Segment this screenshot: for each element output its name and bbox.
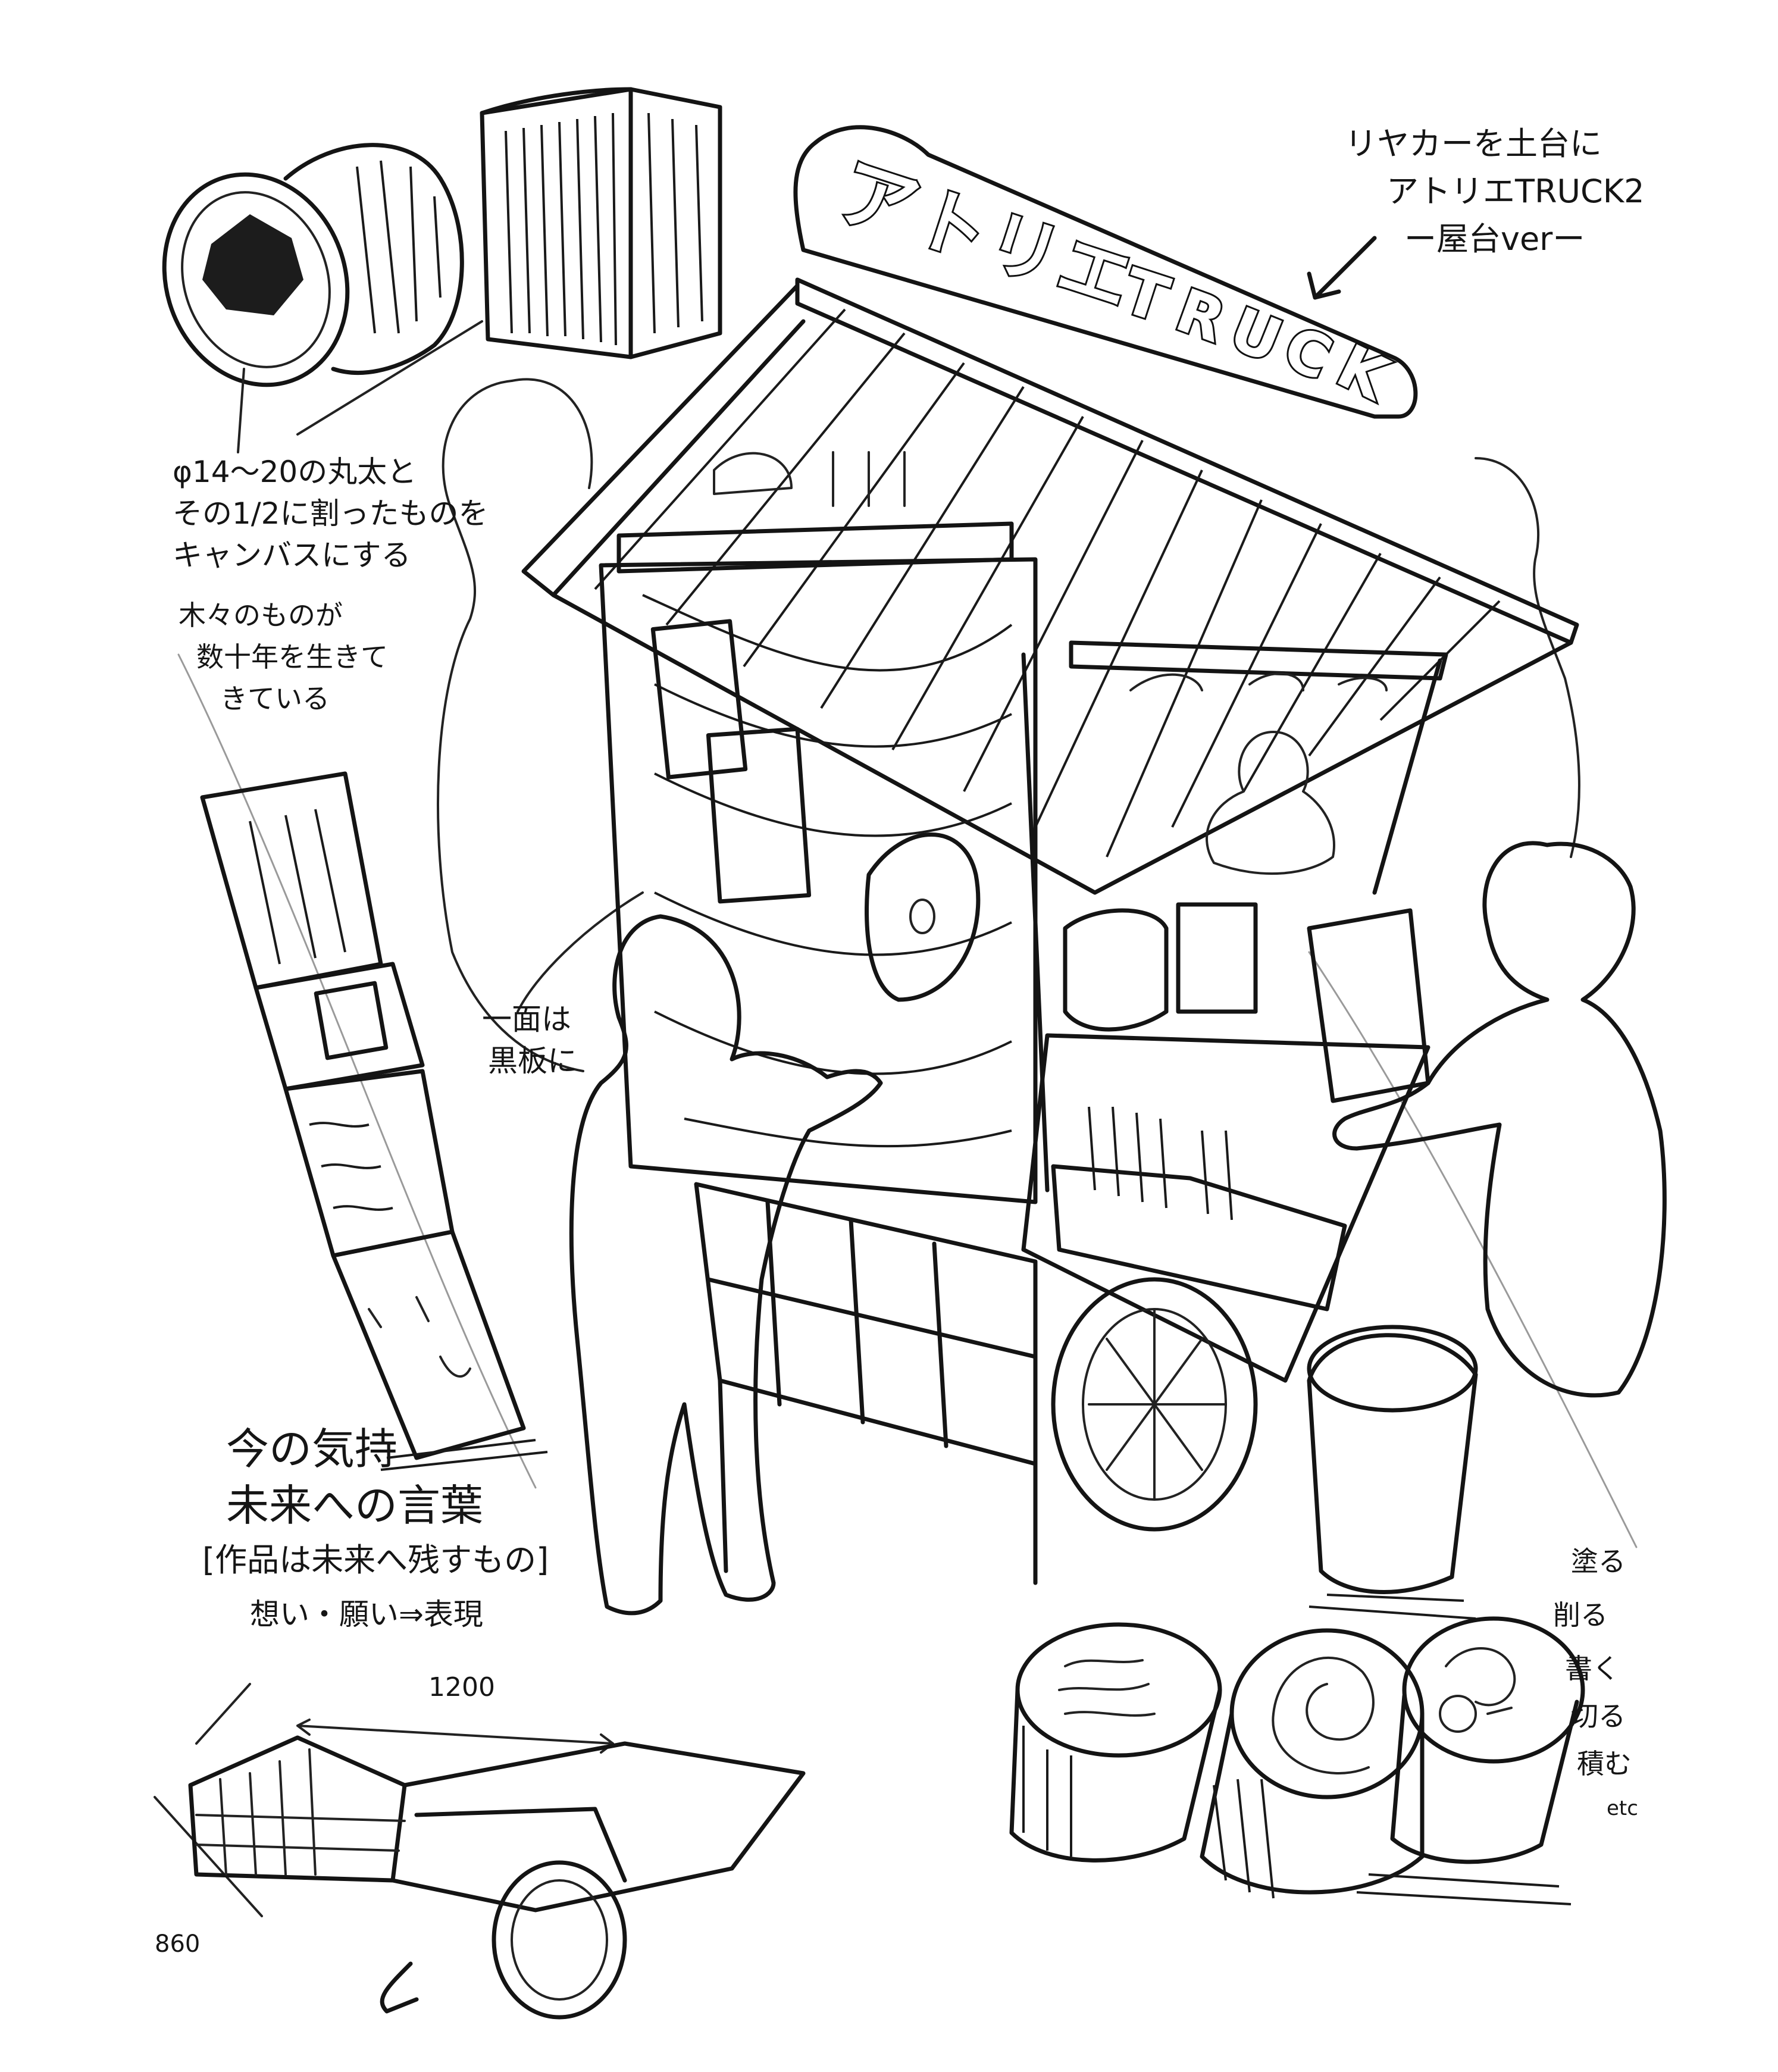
round-log-drawing bbox=[162, 143, 464, 387]
note-action-2: 削る bbox=[1553, 1599, 1608, 1631]
dim-arrow-length bbox=[296, 1719, 614, 1754]
note-log-line-2: その1/2に割ったものを bbox=[173, 496, 488, 531]
dimension-length-label: 1200 bbox=[428, 1672, 495, 1702]
note-actions: 塗る 削る 書く 切る 積む etc bbox=[1553, 1545, 1638, 1820]
log-stumps-drawing bbox=[1009, 1616, 1585, 1905]
atelier-truck-stall bbox=[521, 277, 1579, 1620]
note-top-right: リヤカーを土台に アトリエTRUCK2 ー屋台verー bbox=[1345, 125, 1645, 258]
note-log-line-4: 木々のものが bbox=[179, 599, 343, 631]
half-log-note-pointer bbox=[296, 320, 483, 436]
roof-gable bbox=[521, 283, 806, 597]
blackboard-note-pointer bbox=[517, 891, 644, 1013]
note-log-line-6: きている bbox=[220, 683, 330, 715]
note-message: 今の気持 未来への言葉 [作品は未来へ残すもの] 想い・願い⇒表現 bbox=[202, 1424, 549, 1632]
cart-plan-drawing bbox=[154, 1683, 806, 2020]
person-right bbox=[1332, 841, 1667, 1398]
dim-arrow-depth bbox=[154, 1796, 263, 1917]
poster-1 bbox=[650, 619, 748, 780]
roof-eave bbox=[551, 593, 1573, 895]
note-action-1: 塗る bbox=[1571, 1545, 1626, 1578]
sign-letter-9: K bbox=[1326, 331, 1400, 415]
person-front bbox=[569, 914, 883, 1616]
note-message-line-1: 今の気持 bbox=[226, 1424, 397, 1474]
note-log-description: φ14〜20の丸太と その1/2に割ったものを キャンバスにする 木々のものが … bbox=[173, 455, 488, 715]
actions-pointer bbox=[1486, 1707, 1513, 1715]
note-action-6: etc bbox=[1607, 1796, 1638, 1820]
note-blackboard-line-1: 一面は bbox=[482, 1002, 571, 1037]
top-note-pointer bbox=[1313, 236, 1377, 300]
lower-crate bbox=[694, 1182, 1038, 1466]
counter-top bbox=[1021, 1033, 1430, 1383]
dimension-depth-label: 860 bbox=[155, 1930, 200, 1958]
note-log-line-1: φ14〜20の丸太と bbox=[173, 455, 417, 489]
note-message-line-4: 想い・願い⇒表現 bbox=[250, 1597, 483, 1632]
note-top-right-line-1: リヤカーを土台に bbox=[1345, 125, 1602, 162]
dim-arrow-height bbox=[195, 1683, 251, 1745]
note-action-5: 積む bbox=[1577, 1748, 1632, 1780]
cart-wheel bbox=[1051, 1277, 1258, 1532]
bucket bbox=[1307, 1333, 1478, 1594]
sign-letter-6: R bbox=[1167, 276, 1234, 356]
top-note-arrowhead bbox=[1307, 271, 1341, 300]
log-note-pointer bbox=[237, 368, 245, 453]
note-blackboard-line-2: 黒板に bbox=[488, 1044, 577, 1078]
person-inside bbox=[1206, 731, 1335, 875]
note-action-3: 書く bbox=[1565, 1652, 1620, 1685]
ghost-drawing bbox=[865, 832, 981, 1002]
note-blackboard: 一面は 黒板に bbox=[482, 1002, 577, 1078]
plan-wheel bbox=[492, 1860, 627, 2020]
note-log-line-3: キャンバスにする bbox=[173, 538, 411, 572]
people bbox=[569, 731, 1667, 1616]
note-log-line-5: 数十年を生きて bbox=[196, 641, 388, 673]
counter-header bbox=[1069, 640, 1448, 681]
note-message-line-2: 未来への言葉 bbox=[226, 1481, 483, 1530]
atelier-truck-sign: ア ト リ エ T R U C K bbox=[793, 125, 1418, 419]
log-totem-drawing bbox=[200, 771, 548, 1471]
note-action-4: 切る bbox=[1571, 1700, 1626, 1732]
note-top-right-line-2: アトリエTRUCK2 bbox=[1386, 173, 1645, 210]
poster-2 bbox=[706, 727, 812, 904]
half-log-drawing bbox=[480, 87, 722, 359]
note-message-line-3: [作品は未来へ残すもの] bbox=[202, 1541, 549, 1579]
note-top-right-line-3: ー屋台verー bbox=[1404, 220, 1585, 258]
